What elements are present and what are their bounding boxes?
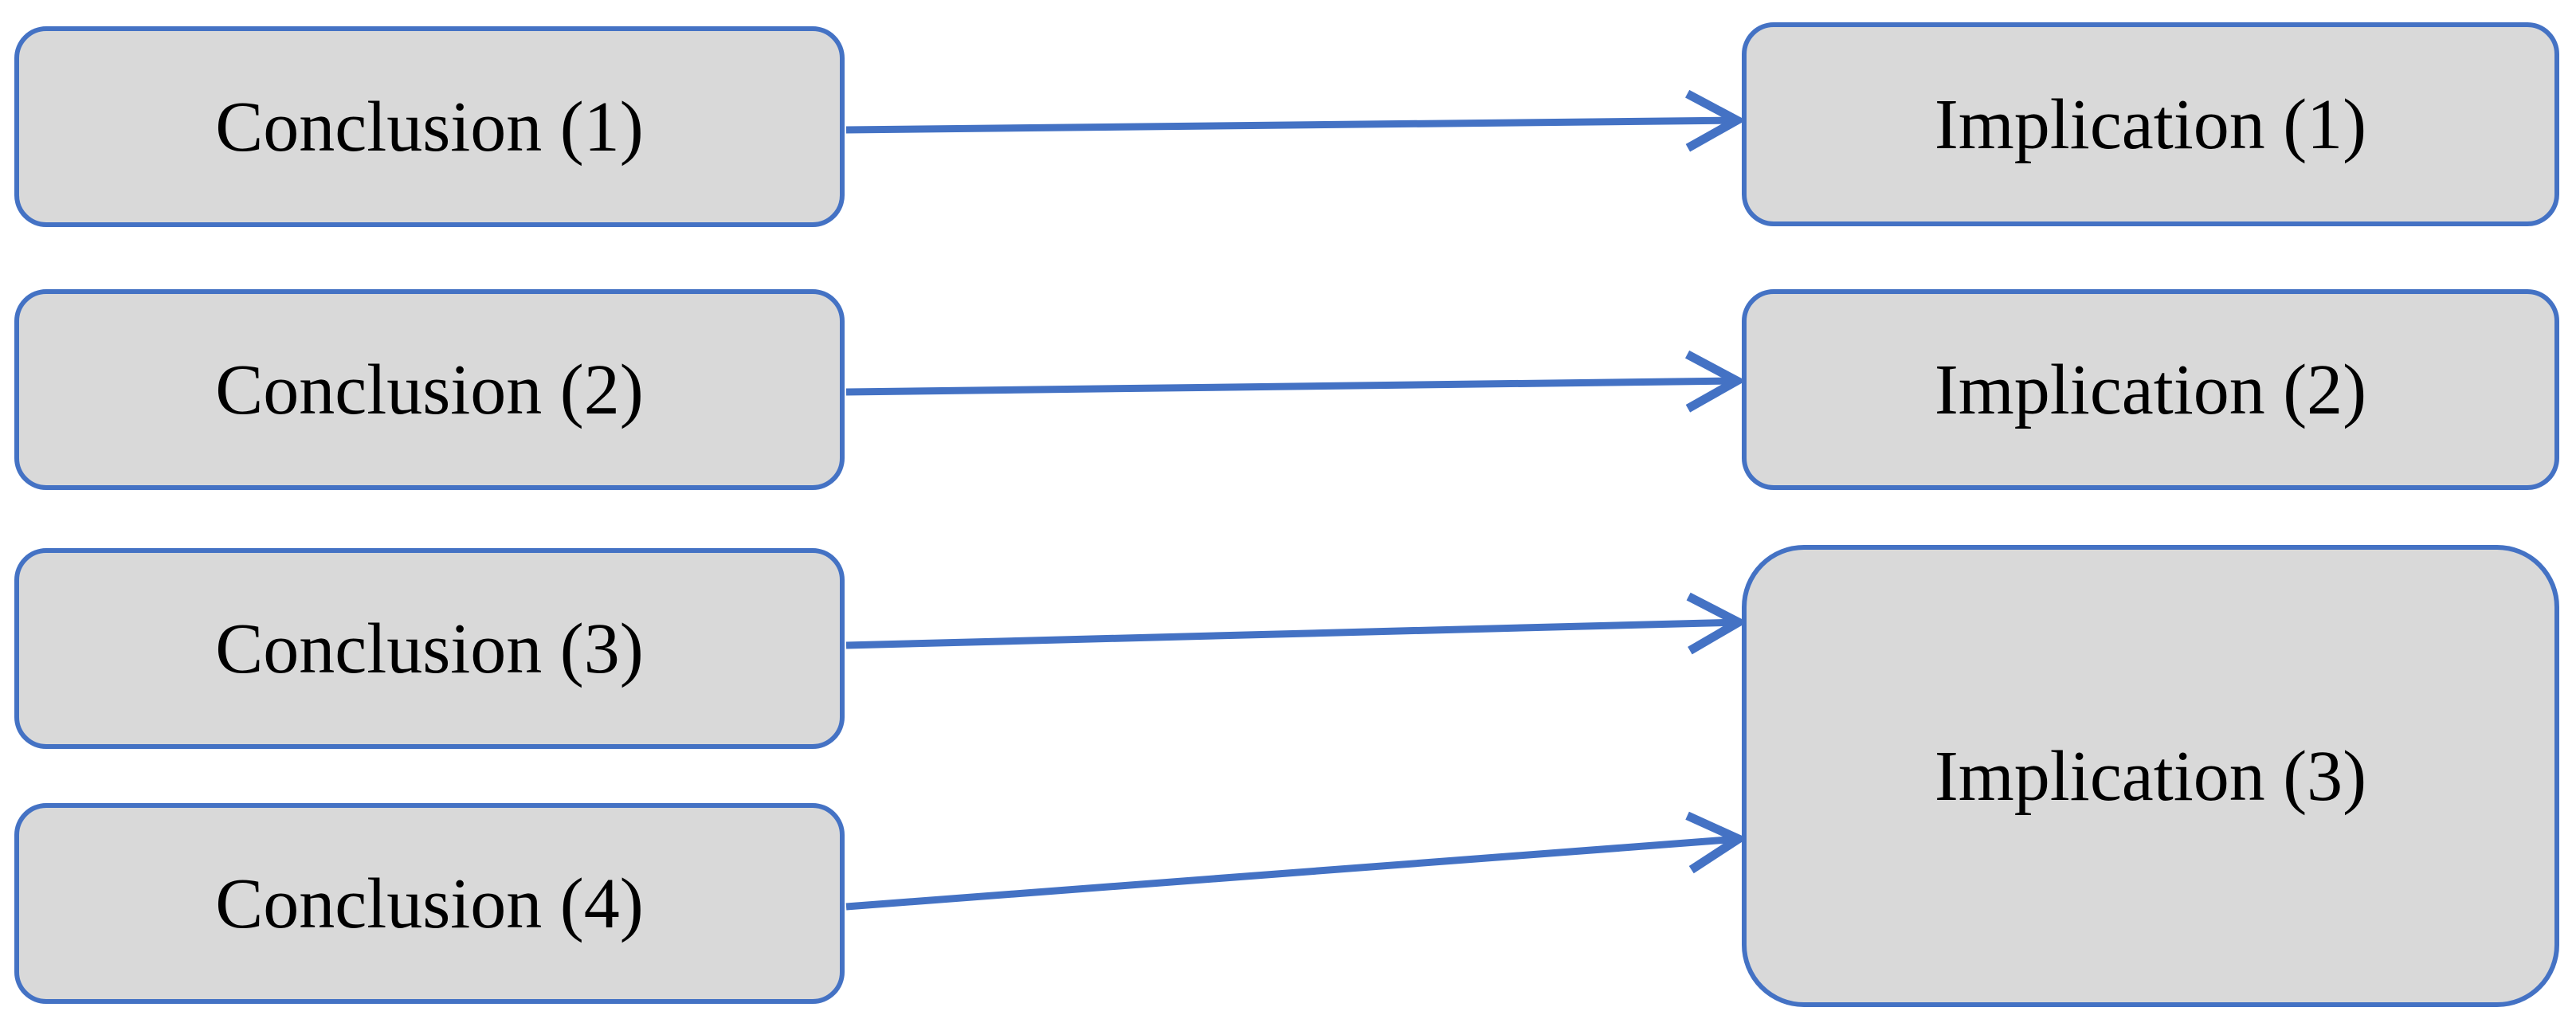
node-conclusion-2: Conclusion (2) — [14, 289, 845, 490]
node-label: Conclusion (2) — [215, 350, 644, 429]
arrow-conclusion-2-to-implication-2 — [845, 350, 1747, 413]
node-label: Implication (1) — [1934, 84, 2367, 164]
node-label: Conclusion (4) — [215, 864, 644, 943]
node-conclusion-4: Conclusion (4) — [14, 803, 845, 1004]
node-label: Implication (2) — [1934, 350, 2367, 429]
node-label: Conclusion (1) — [215, 87, 644, 167]
arrow-conclusion-1-to-implication-1 — [845, 89, 1747, 152]
node-implication-2: Implication (2) — [1742, 289, 2559, 490]
node-label: Conclusion (3) — [215, 609, 644, 688]
node-conclusion-3: Conclusion (3) — [14, 548, 845, 749]
node-implication-3: Implication (3) — [1742, 545, 2559, 1007]
arrow-conclusion-3-to-implication-3 — [845, 592, 1748, 655]
node-implication-1: Implication (1) — [1742, 22, 2559, 226]
node-conclusion-1: Conclusion (1) — [14, 26, 845, 227]
node-label: Implication (3) — [1934, 736, 2367, 816]
arrow-conclusion-4-to-implication-3 — [845, 811, 1748, 911]
